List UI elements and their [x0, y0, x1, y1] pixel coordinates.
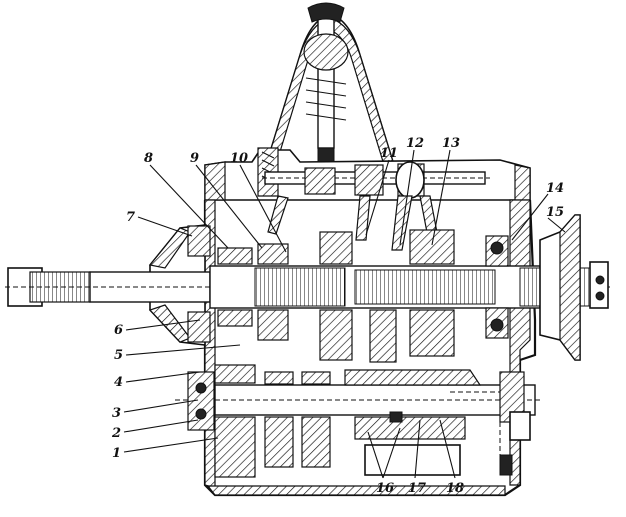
callout-3: 3 — [112, 406, 121, 421]
callout-18: 18 — [446, 481, 464, 496]
callout-5: 5 — [114, 348, 123, 363]
callout-1: 1 — [112, 446, 121, 461]
callout-8: 8 — [144, 151, 153, 166]
callout-15: 15 — [546, 205, 564, 220]
callout-12: 12 — [406, 136, 424, 151]
callout-10: 10 — [230, 151, 248, 166]
callout-2: 2 — [111, 426, 121, 441]
leader-lines — [123, 149, 566, 479]
callout-17: 17 — [408, 481, 426, 496]
main-shaft — [209, 229, 591, 363]
callout-7: 7 — [126, 210, 135, 225]
callout-16: 16 — [376, 481, 394, 496]
callout-14: 14 — [546, 181, 564, 196]
output-flange — [539, 214, 609, 361]
callout-labels: 1 2 3 4 5 6 7 8 9 10 11 12 13 14 15 16 1… — [111, 136, 564, 496]
callout-4: 4 — [114, 375, 123, 390]
callout-9: 9 — [190, 151, 199, 166]
callout-6: 6 — [114, 323, 123, 338]
gear-lever-tower — [260, 2, 400, 179]
callout-13: 13 — [442, 136, 460, 151]
callout-11: 11 — [380, 146, 398, 161]
countershaft — [175, 364, 540, 478]
